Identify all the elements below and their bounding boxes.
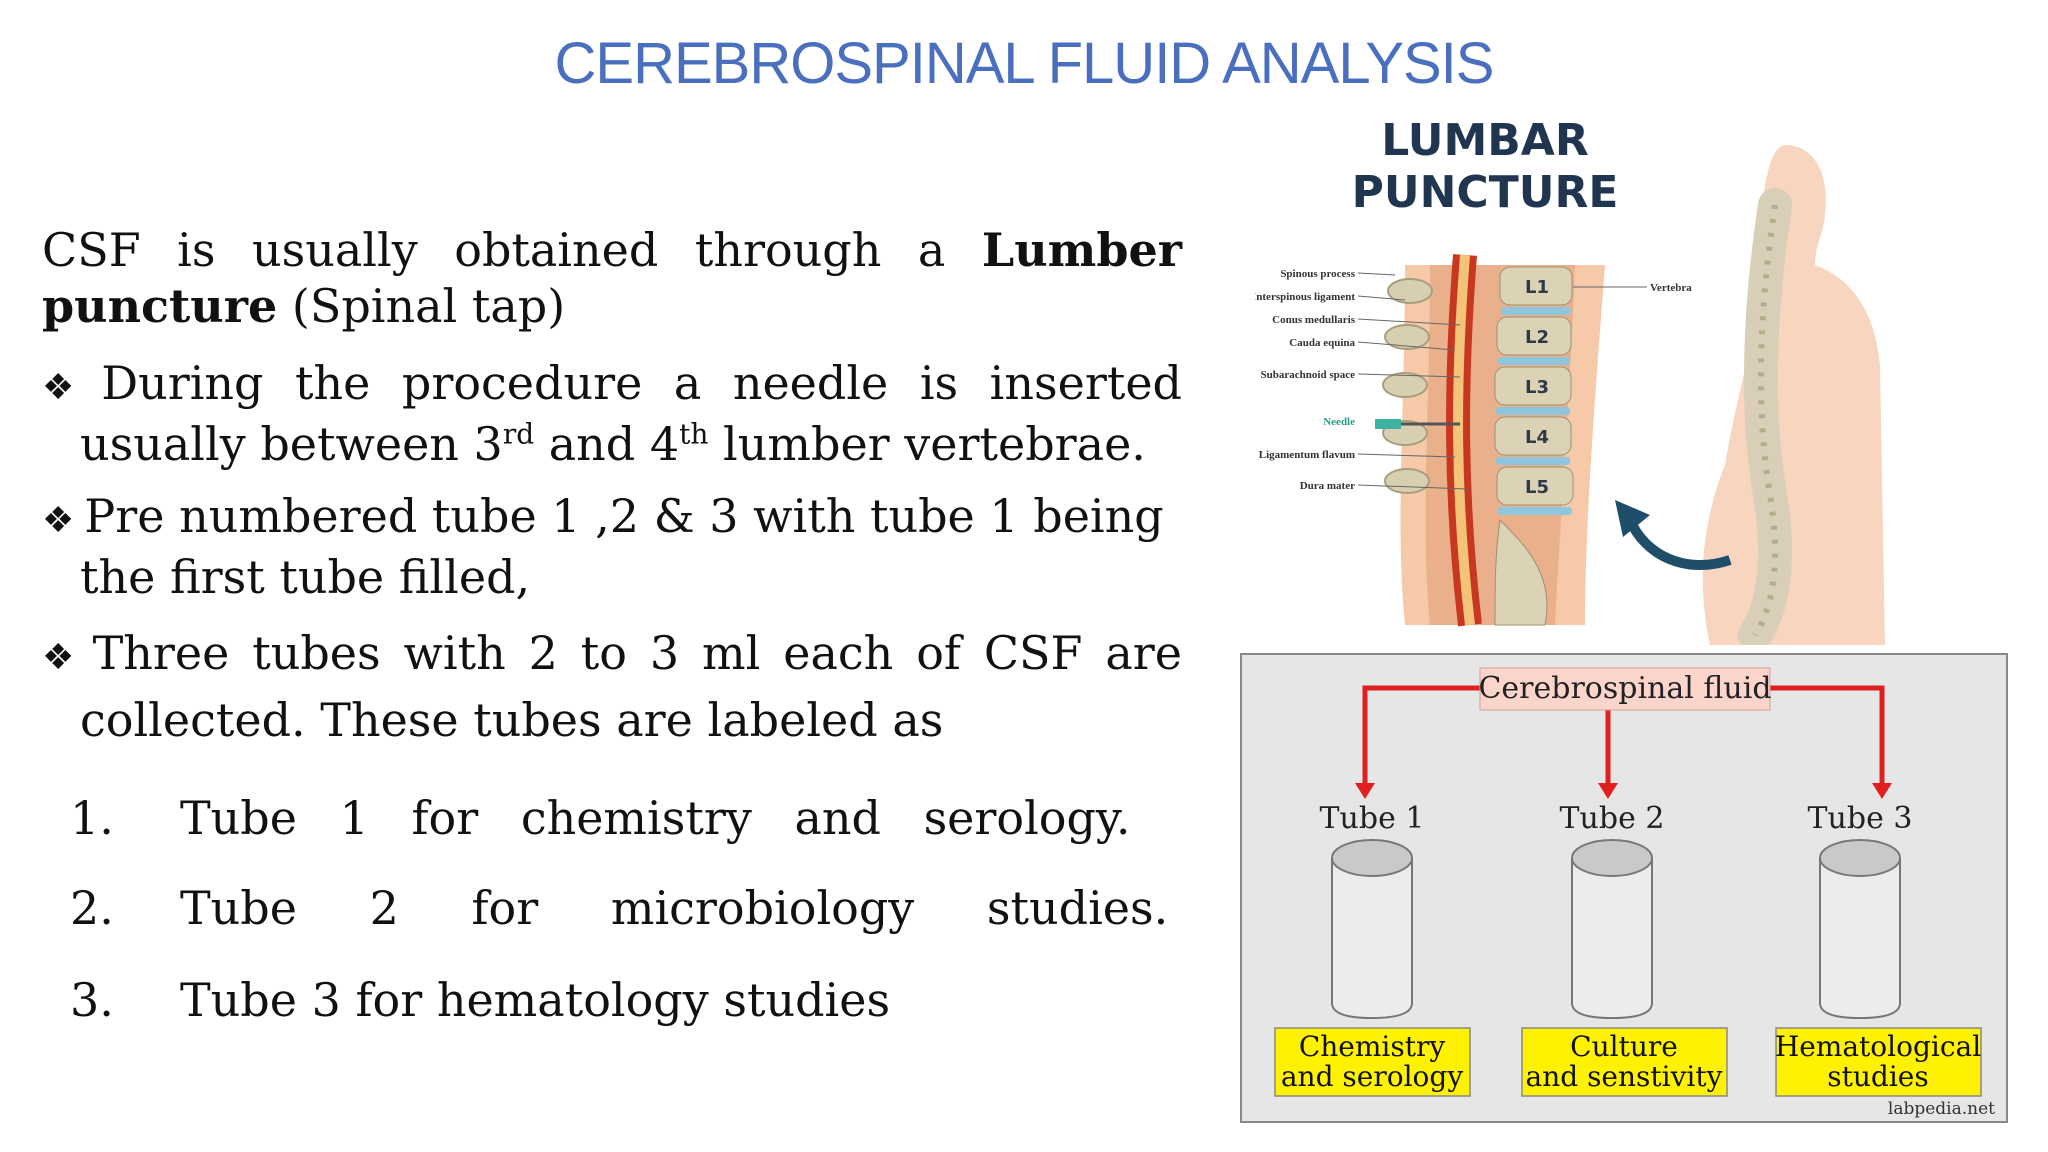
diamond-bullet-icon: ❖ <box>42 500 75 541</box>
tube-1-label: Tube 1 <box>1320 801 1425 836</box>
tube-1-icon <box>1331 839 1413 1020</box>
svg-text:Subarachnoid space: Subarachnoid space <box>1261 369 1356 381</box>
curved-arrow-icon <box>1625 517 1732 570</box>
numbered-item-3: 3.Tube 3 for hematology studies <box>70 973 891 1027</box>
illustration-title-line-2: PUNCTURE <box>1352 167 1619 218</box>
svg-text:Interspinous ligament: Interspinous ligament <box>1255 291 1355 303</box>
tube-2-purpose-box <box>1521 1027 1728 1097</box>
diamond-bullet-icon: ❖ <box>42 637 83 678</box>
vertebra-level-labels: L1 L2 L3 L4 L5 <box>1525 277 1549 498</box>
slide-title: CEREBROSPINAL FLUID ANALYSIS <box>554 31 1495 96</box>
svg-text:L1: L1 <box>1525 277 1549 298</box>
spinous-processes <box>1382 278 1433 494</box>
needle-icon <box>1375 419 1460 429</box>
svg-text:Spinous process: Spinous process <box>1280 268 1355 280</box>
arrow-down-icon <box>1355 783 1375 799</box>
svg-text:Conus medullaris: Conus medullaris <box>1272 314 1356 326</box>
anatomy-labels: Spinous process Interspinous ligament Co… <box>1255 268 1356 492</box>
lumbar-puncture-illustration: LUMBAR PUNCTURE L1 L2 L3 L4 <box>1255 105 1895 645</box>
tube-3-label: Tube 3 <box>1808 801 1913 836</box>
svg-text:Ligamentum flavum: Ligamentum flavum <box>1259 449 1355 461</box>
bullet-item-2: ❖Pre numbered tube 1 ,2 & 3 with tube 1 … <box>42 489 1164 604</box>
svg-text:Needle: Needle <box>1323 416 1355 428</box>
arrow-down-icon <box>1872 783 1892 799</box>
vertebra-label: Vertebra <box>1650 282 1692 294</box>
watermark: labpedia.net <box>1888 1099 1995 1119</box>
svg-text:L4: L4 <box>1525 427 1549 448</box>
source-box <box>1479 667 1771 711</box>
svg-text:L5: L5 <box>1525 477 1549 498</box>
numbered-item-2: 2.Tube 2 for microbiology studies. <box>70 881 1169 935</box>
vertebrae <box>1494 266 1574 626</box>
svg-text:studies: studies <box>1827 1060 1928 1093</box>
tube-3-purpose-box <box>1775 1027 1982 1097</box>
tube-3-icon <box>1819 839 1901 1020</box>
svg-text:Dura mater: Dura mater <box>1300 480 1355 492</box>
spine-icon <box>1738 188 1792 645</box>
intervertebral-discs <box>1496 307 1572 515</box>
intro-line-1: CSF is usually obtained through a Lumber <box>42 223 1182 277</box>
illustration-title-line-1: LUMBAR <box>1381 115 1588 166</box>
diamond-bullet-icon: ❖ <box>42 367 92 408</box>
bullet-item-1: ❖During the procedure a needle is insert… <box>42 356 1182 471</box>
intro-paragraph: CSF is usually obtained through a Lumber… <box>42 222 1182 334</box>
source-label: Cerebrospinal fluid <box>1478 671 1771 706</box>
svg-text:and senstivity: and senstivity <box>1526 1060 1723 1093</box>
numbered-item-1: 1.Tube 1 for chemistry and serology. <box>70 791 1131 845</box>
tube-2-label: Tube 2 <box>1560 801 1665 836</box>
arrow-down-icon <box>1598 783 1618 799</box>
svg-text:L2: L2 <box>1525 327 1549 348</box>
intro-line-2: puncture (Spinal tap) <box>42 279 566 333</box>
bullet-item-3: ❖Three tubes with 2 to 3 ml each of CSF … <box>42 626 1182 747</box>
svg-text:L3: L3 <box>1525 377 1549 398</box>
svg-text:Hematological: Hematological <box>1775 1030 1981 1063</box>
tube-1-purpose-box <box>1274 1027 1471 1097</box>
csf-tube-diagram: Cerebrospinal fluid Tube 1 Tube 2 Tube 3… <box>1240 653 2008 1123</box>
tube-2-icon <box>1571 839 1653 1020</box>
body-silhouette <box>1702 145 1885 645</box>
svg-text:Chemistry: Chemistry <box>1299 1030 1446 1063</box>
svg-text:Culture: Culture <box>1570 1030 1678 1063</box>
arrow-connectors <box>1362 685 1885 785</box>
svg-text:Cauda equina: Cauda equina <box>1289 337 1355 349</box>
svg-text:and serology: and serology <box>1281 1060 1463 1093</box>
